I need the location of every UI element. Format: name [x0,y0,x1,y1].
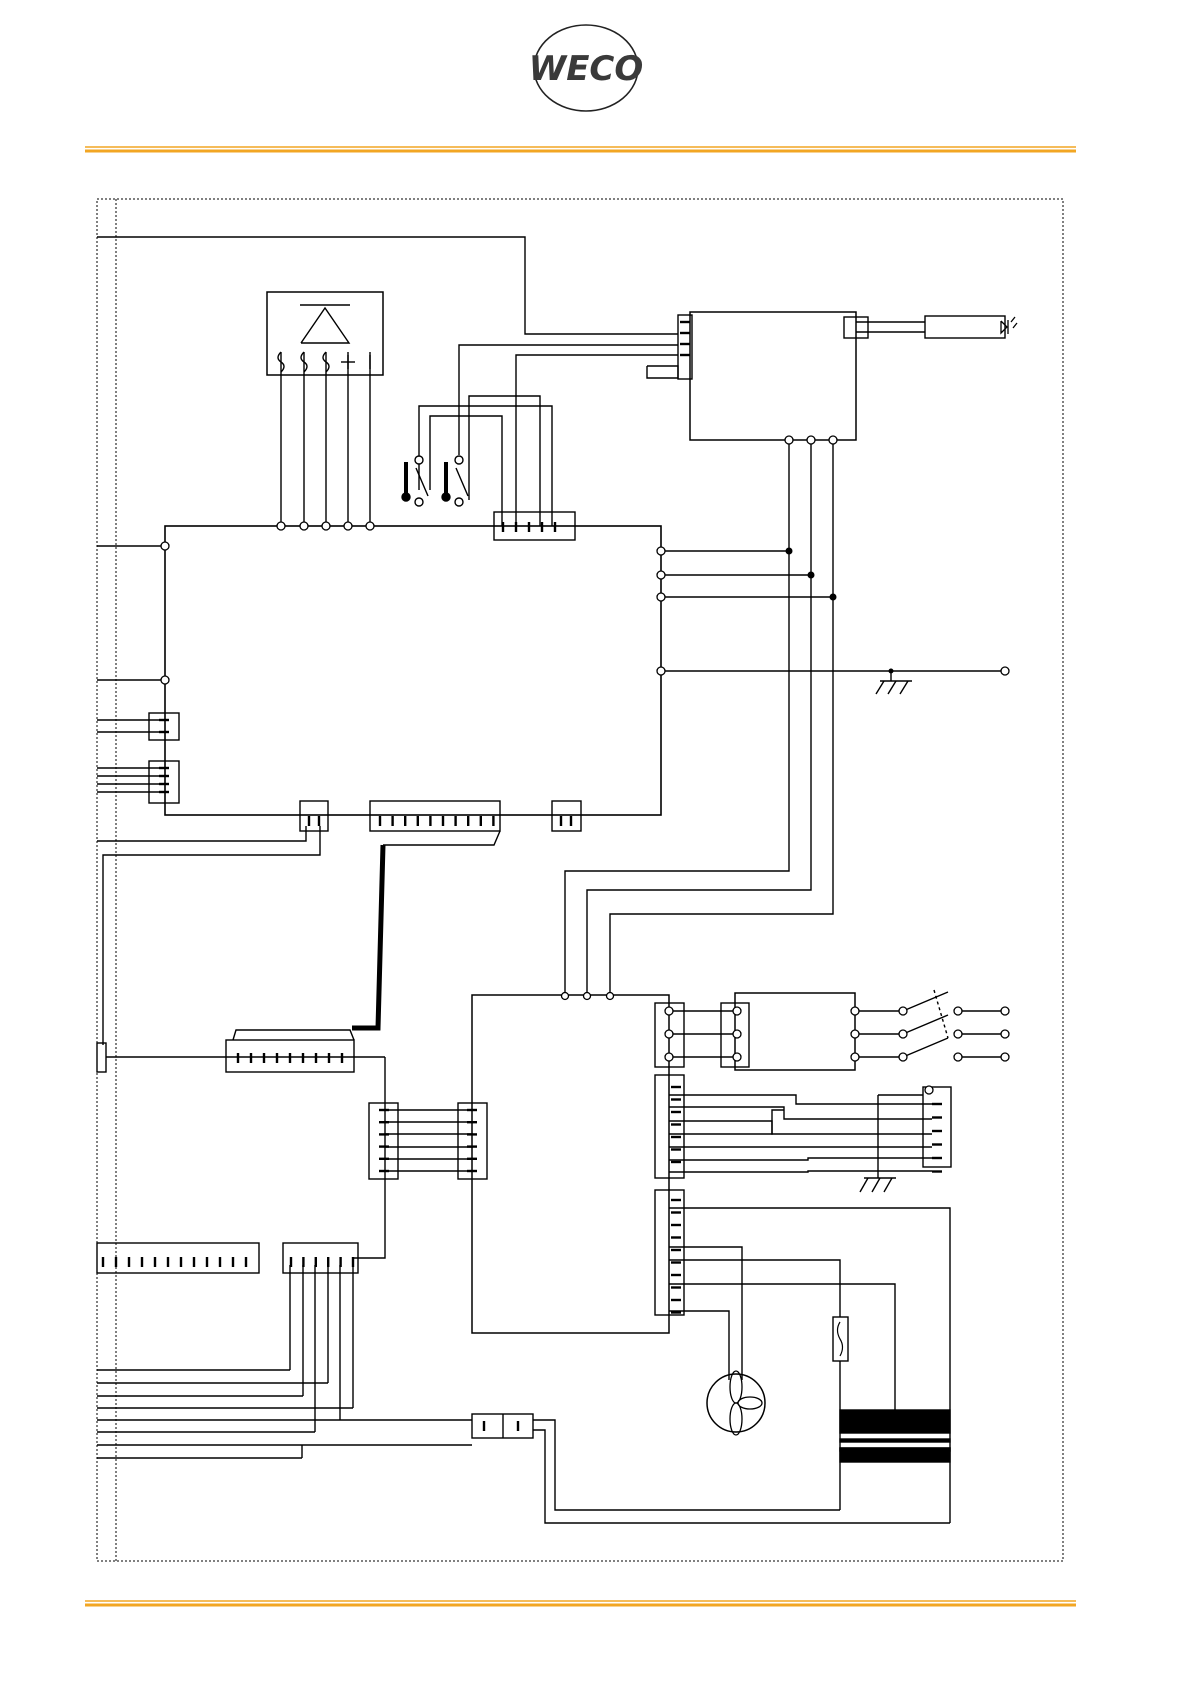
header-rule [85,147,1076,151]
led-lamp [1001,317,1017,334]
diagram-frame [97,199,1063,1561]
rectifier-symbol [278,305,370,372]
thermostat-switch [402,456,468,506]
display-board [690,312,856,440]
fuse-symbol [838,1322,843,1356]
header-logo: WECO [529,25,644,111]
fan-blades [730,1371,762,1435]
transformer [840,1410,950,1433]
power-board [472,995,669,1333]
junction-nodes [161,436,1009,1094]
solder-dots [786,548,894,674]
terminal-block [923,1087,951,1167]
logo-text: WECO [529,49,644,89]
connector-pins [103,322,942,1431]
main-control-board [165,526,661,815]
footer-rule [85,1601,1076,1605]
wiring [97,237,1005,1523]
